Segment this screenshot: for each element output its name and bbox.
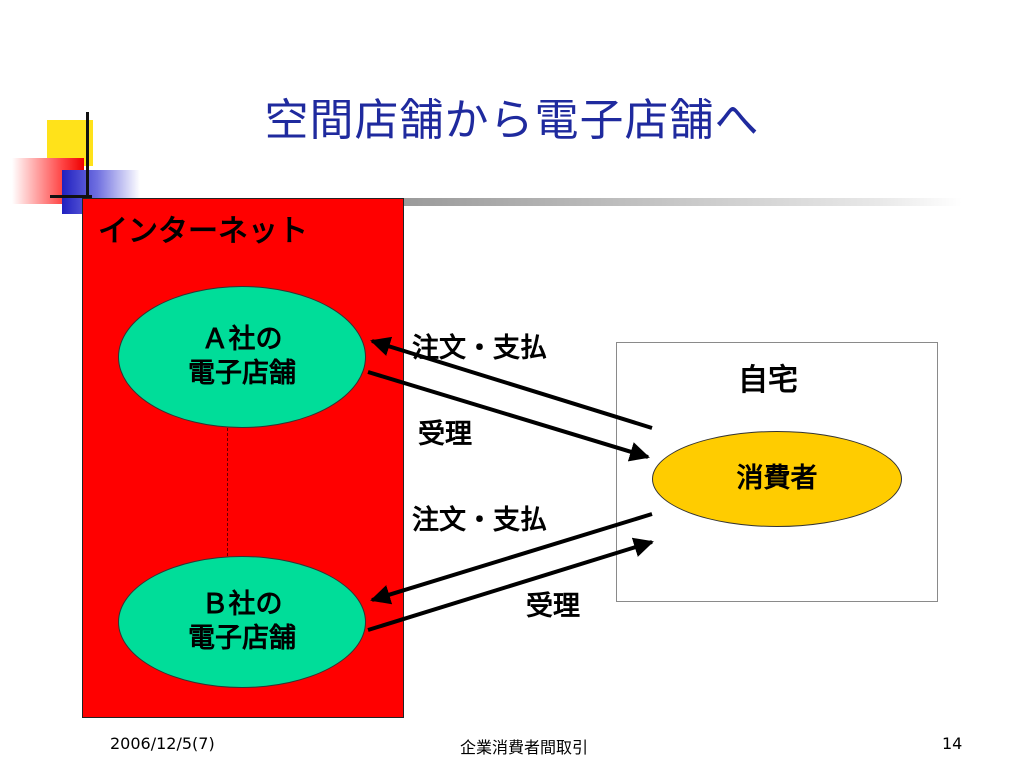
arrow-receipt-from-store-a — [367, 370, 650, 462]
order-pay-label-a: 注文・支払 — [412, 333, 547, 364]
title-underline — [402, 198, 962, 206]
store-b-line2: 電子店舗 — [188, 623, 296, 654]
receive-label-b: 受理 — [526, 591, 580, 622]
arrow-receipt-from-store-b — [367, 537, 654, 632]
store-connector-line — [227, 428, 228, 556]
consumer-ellipse: 消費者 — [652, 431, 902, 527]
order-pay-label-b: 注文・支払 — [412, 505, 547, 536]
store-b-ellipse: Ｂ社の 電子店舗 — [118, 556, 366, 688]
slide-title: 空間店舗から電子店舗へ — [264, 95, 760, 146]
vertical-bar — [86, 112, 89, 224]
home-label: 自宅 — [738, 363, 798, 398]
consumer-label: 消費者 — [736, 463, 818, 495]
store-a-line2: 電子店舗 — [188, 358, 296, 389]
store-a-ellipse: Ａ社の 電子店舗 — [118, 286, 366, 428]
store-a-line1: Ａ社の — [201, 324, 283, 356]
footer-page-number: 14 — [942, 734, 963, 753]
receive-label-a: 受理 — [418, 419, 472, 450]
footer-date: 2006/12/5(7) — [110, 734, 215, 753]
horizontal-bar — [50, 195, 92, 198]
store-b-line1: Ｂ社の — [201, 589, 283, 621]
internet-label: インターネット — [98, 214, 308, 249]
footer-course: 企業消費者間取引 — [460, 738, 589, 757]
